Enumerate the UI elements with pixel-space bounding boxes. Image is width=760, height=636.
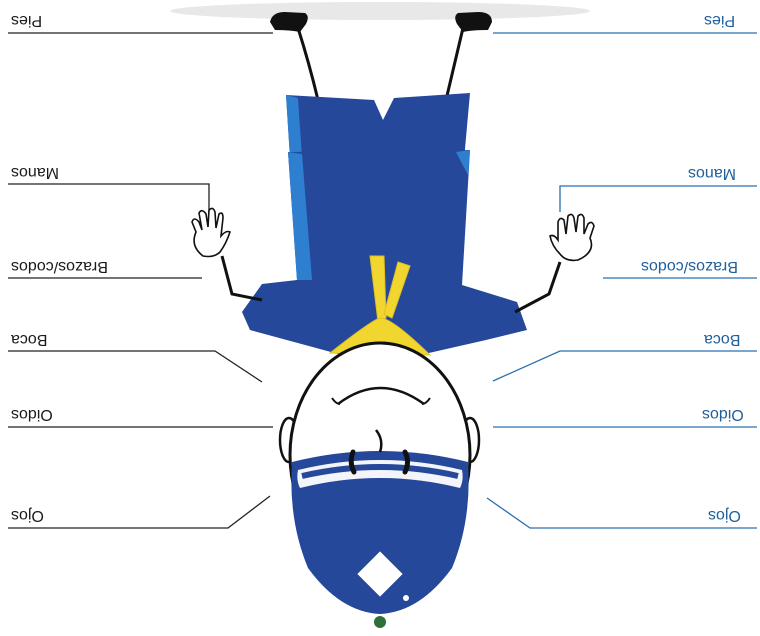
label-brazos-right: Brazos/codos xyxy=(641,258,738,274)
label-ojos-right: Ojos xyxy=(708,507,741,523)
label-oidos-right: Oidos xyxy=(702,406,744,422)
label-manos-left: Manos xyxy=(11,164,59,180)
shorts xyxy=(286,93,470,160)
cap-dot xyxy=(315,592,321,598)
leader-boca-right xyxy=(493,351,757,381)
label-oidos-left: Oidos xyxy=(11,406,53,422)
floor-shadow xyxy=(170,2,590,20)
right-hand-icon xyxy=(550,214,594,260)
head xyxy=(280,343,479,628)
cap-button xyxy=(374,616,386,628)
left-shoe-icon xyxy=(270,12,308,32)
legs xyxy=(298,28,463,100)
right-leader-lines xyxy=(487,33,757,528)
left-hand-icon xyxy=(192,208,230,256)
label-ojos-left: Ojos xyxy=(11,507,44,523)
label-pies-right: Pies xyxy=(704,12,735,28)
left-eye xyxy=(351,452,354,472)
left-leader-lines xyxy=(8,33,273,528)
label-boca-left: Boca xyxy=(11,331,47,347)
leader-boca-left xyxy=(8,351,262,382)
right-eye xyxy=(405,452,408,472)
label-boca-right: Boca xyxy=(704,331,740,347)
label-manos-right: Manos xyxy=(688,165,736,181)
leader-manos-left xyxy=(8,184,209,212)
leader-ojos-left xyxy=(8,496,270,528)
right-shoe-icon xyxy=(455,12,492,32)
label-brazos-left: Brazos/codos xyxy=(11,258,108,274)
label-pies-left: Pies xyxy=(11,12,42,28)
leader-manos-right xyxy=(560,186,757,212)
cap-dot xyxy=(403,595,409,601)
